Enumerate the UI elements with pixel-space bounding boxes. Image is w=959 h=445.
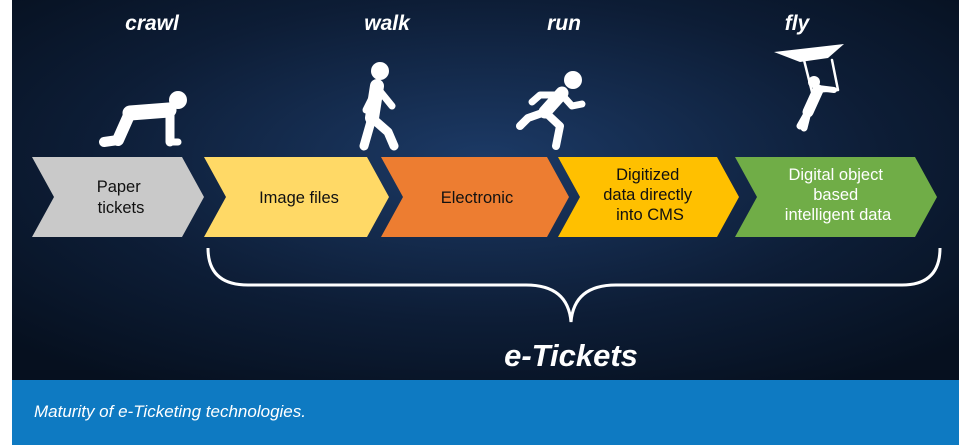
stage-label-walk: walk <box>364 12 411 35</box>
chevron-text-line: data directly <box>603 186 693 204</box>
chevron-electronic: Electronic <box>381 157 569 237</box>
svg-text:Electronic: Electronic <box>441 189 513 207</box>
chevron-text-line: Image files <box>259 189 339 207</box>
chevron-text-line: Paper <box>97 178 142 196</box>
stage-label-fly: fly <box>785 12 811 35</box>
stage-label-run: run <box>547 12 581 35</box>
maturity-diagram: crawl walk run fly <box>12 0 959 380</box>
walking-person-icon <box>359 62 399 151</box>
stage-label-crawl: crawl <box>125 12 180 35</box>
hang-glider-icon <box>774 44 844 132</box>
crawling-person-icon <box>99 91 187 147</box>
running-person-icon <box>516 71 586 150</box>
chevron-digital-object: Digital object based intelligent data <box>735 157 937 237</box>
chevron-image-files: Image files <box>204 157 389 237</box>
chevron-text-line: into CMS <box>616 206 684 224</box>
group-label: e-Tickets <box>504 338 638 373</box>
svg-text:Digitized data directl: Digitized data directly into CMS <box>603 166 697 224</box>
svg-text:Image files: Image files <box>259 189 339 207</box>
group-brace <box>206 247 942 323</box>
chevron-text-line: Digitized <box>616 166 679 184</box>
caption-bar: Maturity of e-Ticketing technologies. <box>12 380 959 445</box>
chevron-text-line: tickets <box>98 199 145 217</box>
figure-caption: Maturity of e-Ticketing technologies. <box>34 402 306 421</box>
chevron-text-line: Digital object <box>788 166 883 184</box>
chevron-text-line: intelligent data <box>785 206 892 224</box>
chevron-text-line: based <box>813 186 858 204</box>
process-chevrons: Paper tickets Image files Electronic Dig… <box>32 157 937 237</box>
svg-text:Digital object based: Digital object based intelligent data <box>785 166 892 224</box>
chevron-text-line: Electronic <box>441 189 513 207</box>
svg-text:Paper tickets: Paper tickets <box>97 178 146 217</box>
chevron-paper-tickets: Paper tickets <box>32 157 204 237</box>
chevron-digitized-data: Digitized data directly into CMS <box>558 157 739 237</box>
